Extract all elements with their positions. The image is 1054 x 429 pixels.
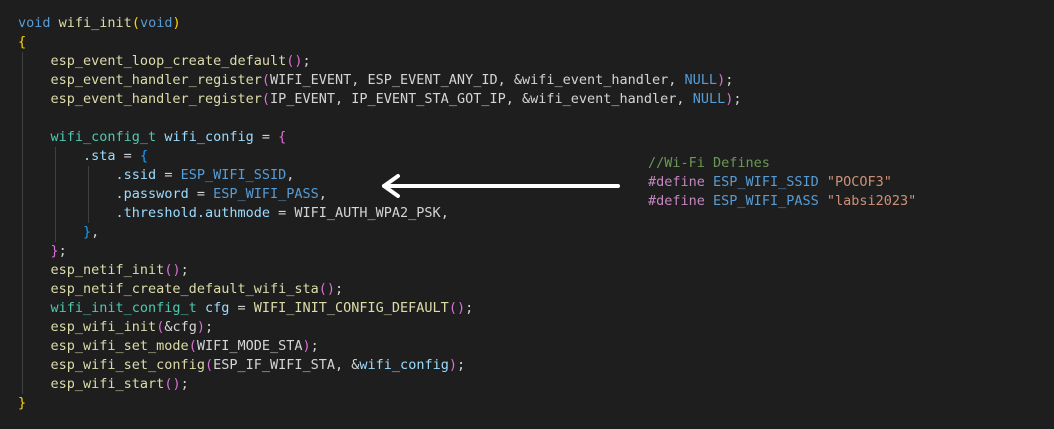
define-value: "labsi2023" (826, 193, 917, 209)
struct-field: .sta (83, 148, 116, 164)
struct-field: .ssid (115, 167, 157, 183)
code-line: esp_event_handler_register(IP_EVENT, IP_… (18, 90, 741, 109)
code-line: .threshold.authmode = WIFI_AUTH_WPA2_PSK… (18, 204, 741, 223)
function-name: wifi_init (58, 15, 132, 31)
open-brace: { (18, 34, 27, 50)
code-line: esp_netif_init(); (18, 261, 741, 280)
code-line: esp_wifi_set_config(ESP_IF_WIFI_STA, &wi… (18, 356, 741, 375)
type-name: wifi_init_config_t (50, 300, 197, 316)
function-call: esp_netif_init (50, 262, 165, 278)
code-line: .ssid = ESP_WIFI_SSID, (18, 166, 741, 185)
function-call: esp_netif_create_default_wifi_sta (50, 281, 319, 297)
function-call: esp_wifi_set_mode (50, 338, 189, 354)
code-line: esp_wifi_start(); (18, 375, 741, 394)
enum-value: WIFI_AUTH_WPA2_PSK (294, 205, 441, 221)
function-call: esp_wifi_start (50, 376, 165, 392)
comment: //Wi-Fi Defines (648, 155, 770, 171)
code-line: esp_event_loop_create_default(); (18, 52, 741, 71)
code-line: }; (18, 242, 741, 261)
defines-block[interactable]: //Wi-Fi Defines #define ESP_WIFI_SSID "P… (648, 154, 916, 211)
code-line: } (18, 394, 741, 413)
code-block[interactable]: void wifi_init(void) { esp_event_loop_cr… (18, 14, 741, 413)
macro-ref: ESP_WIFI_PASS (213, 186, 319, 202)
comment-line: //Wi-Fi Defines (648, 154, 916, 173)
type-name: wifi_config_t (50, 129, 157, 145)
struct-field: .threshold (115, 205, 197, 221)
define-line: #define ESP_WIFI_SSID "POCOF3" (648, 173, 916, 192)
macro-call: WIFI_INIT_CONFIG_DEFAULT (253, 300, 449, 316)
return-type: void (18, 15, 51, 31)
define-value: "POCOF3" (826, 174, 892, 190)
macro-ref: ESP_WIFI_SSID (180, 167, 287, 183)
define-line: #define ESP_WIFI_PASS "labsi2023" (648, 192, 916, 211)
variable-name: wifi_config (164, 129, 254, 145)
variable-name: cfg (204, 300, 230, 316)
code-line: .sta = { (18, 147, 741, 166)
code-line: .password = ESP_WIFI_PASS, (18, 185, 741, 204)
code-line: }, (18, 223, 741, 242)
define-name: ESP_WIFI_PASS (713, 193, 819, 209)
code-line: esp_wifi_set_mode(WIFI_MODE_STA); (18, 337, 741, 356)
function-call: esp_wifi_set_config (50, 357, 205, 373)
code-line (18, 109, 741, 128)
function-call: esp_event_loop_create_default (50, 53, 287, 69)
function-call: esp_event_handler_register (50, 91, 262, 107)
code-line: esp_wifi_init(&cfg); (18, 318, 741, 337)
struct-field: .password (115, 186, 189, 202)
code-line: esp_event_handler_register(WIFI_EVENT, E… (18, 71, 741, 90)
code-line: wifi_config_t wifi_config = { (18, 128, 741, 147)
left-arrow-icon (382, 174, 620, 198)
struct-subfield: .authmode (196, 205, 270, 221)
close-brace: } (18, 395, 27, 411)
define-name: ESP_WIFI_SSID (713, 174, 819, 190)
function-call: esp_wifi_init (50, 319, 157, 335)
code-line: wifi_init_config_t cfg = WIFI_INIT_CONFI… (18, 299, 741, 318)
param-type: void (139, 15, 173, 31)
define-directive: #define (648, 193, 705, 209)
function-call: esp_event_handler_register (50, 72, 262, 88)
code-line: { (18, 33, 741, 52)
code-line: esp_netif_create_default_wifi_sta(); (18, 280, 741, 299)
code-line: void wifi_init(void) (18, 15, 181, 31)
define-directive: #define (648, 174, 705, 190)
